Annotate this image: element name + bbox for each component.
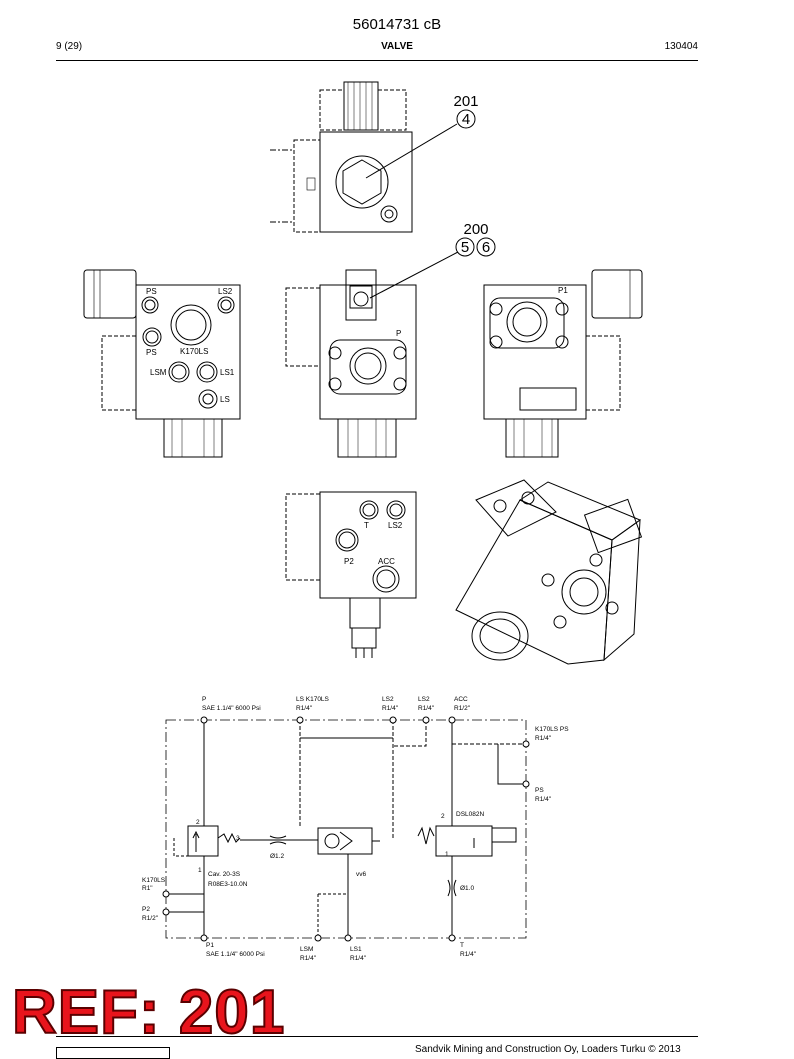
callout-200-qty-a: 5 [461, 239, 469, 256]
footer-copyright: Sandvik Mining and Construction Oy, Load… [415, 1044, 681, 1055]
top-view [270, 81, 413, 233]
hydraulic-schematic [165, 719, 527, 939]
sch-dsl-name: DSL082N [456, 811, 484, 818]
sch-cav-line1: Cav. 20-3S [208, 871, 241, 878]
sch-port2-left: 2 [196, 819, 200, 826]
callout-200-item: 200 [463, 221, 488, 238]
sch-ls-k170ls-spec: R1/4" [296, 705, 313, 712]
sch-port2-right: 2 [441, 813, 445, 820]
port-label-ls1: LS1 [220, 368, 235, 377]
callout-200-qty-a-circle [455, 237, 475, 257]
sch-ls1-name: LS1 [350, 946, 362, 953]
footer-divider [56, 1036, 698, 1037]
page-indicator: 9 (29) [56, 41, 83, 52]
port-label-p2: P2 [344, 557, 354, 566]
sch-ls1-spec: R1/4" [350, 955, 367, 962]
sch-k170ls-spec: R1" [142, 885, 153, 892]
sch-ps-spec: R1/4" [535, 796, 552, 803]
right-side-view [483, 269, 643, 458]
sch-acc-name: ACC [454, 696, 468, 703]
callout-201-qty-circle [456, 109, 476, 129]
sch-p-spec: SAE 1.1/4" 6000 Psi [202, 705, 261, 712]
sch-vv6: vv6 [356, 871, 367, 878]
callout-201-qty: 4 [462, 111, 470, 128]
sch-p2-name: P2 [142, 906, 150, 913]
sch-port1-right: 1 [445, 851, 449, 858]
date-code: 130404 [664, 41, 698, 52]
sch-p1-name: P1 [206, 942, 214, 949]
port-label-lsm: LSM [150, 368, 167, 377]
company-logo [56, 1047, 170, 1059]
sch-p2-spec: R1/2" [142, 915, 159, 922]
port-label-ps-bottom: PS [146, 348, 157, 357]
sch-t-spec: R1/4" [460, 951, 477, 958]
port-label-bottom-ls2: LS2 [388, 521, 403, 530]
sch-acc-spec: R1/2" [454, 705, 471, 712]
header-divider [56, 60, 698, 61]
sch-port1-left: 1 [198, 867, 202, 874]
sch-lsm-spec: R1/4" [300, 955, 317, 962]
front-view [285, 269, 417, 458]
sch-ps-name: PS [535, 787, 544, 794]
sch-orifice-10: Ø1.0 [460, 885, 474, 892]
sch-t-name: T [460, 942, 464, 949]
sch-lsm-name: LSM [300, 946, 313, 953]
callout-201-leader [365, 123, 458, 179]
sch-p-name: P [202, 696, 206, 703]
port-label-acc: ACC [378, 557, 395, 566]
sch-k170ls-name: K170LS [142, 877, 166, 884]
isometric-view [455, 479, 643, 665]
port-label-k170ls: K170LS [180, 347, 208, 356]
port-label-ps-top: PS [146, 287, 157, 296]
schematic-port-markers [162, 716, 530, 942]
bottom-view [285, 491, 417, 658]
document-number: 56014731 cB [352, 16, 442, 33]
callout-200-qty-b: 6 [482, 239, 490, 256]
sch-ls-k170ls-name: LS K170LS [296, 696, 330, 703]
page-title: VALVE [381, 41, 413, 52]
sch-ls2a-name: LS2 [382, 696, 394, 703]
port-label-ls: LS [220, 395, 230, 404]
sch-p1-spec: SAE 1.1/4" 6000 Psi [206, 951, 265, 958]
port-label-p1: P1 [558, 286, 568, 295]
sch-ls2b-name: LS2 [418, 696, 430, 703]
left-side-view [83, 269, 241, 458]
port-label-ls2: LS2 [218, 287, 233, 296]
callout-200-qty-b-circle [476, 237, 496, 257]
sch-ls2b-spec: R1/4" [418, 705, 435, 712]
port-label-p: P [396, 329, 401, 338]
sch-orifice-12: Ø1.2 [270, 853, 284, 860]
sch-ls2a-spec: R1/4" [382, 705, 399, 712]
sch-cav-line2: R08E3-10.0N [208, 881, 248, 888]
callout-201-item: 201 [453, 93, 478, 110]
sch-port3: 3 [236, 835, 240, 842]
callout-200-leader [369, 251, 459, 299]
sch-k170ls-ps-name: K170LS PS [535, 726, 569, 733]
port-label-t: T [364, 521, 369, 530]
sch-k170ls-ps-spec: R1/4" [535, 735, 552, 742]
ref-stamp: REF: 201 [11, 978, 286, 1047]
